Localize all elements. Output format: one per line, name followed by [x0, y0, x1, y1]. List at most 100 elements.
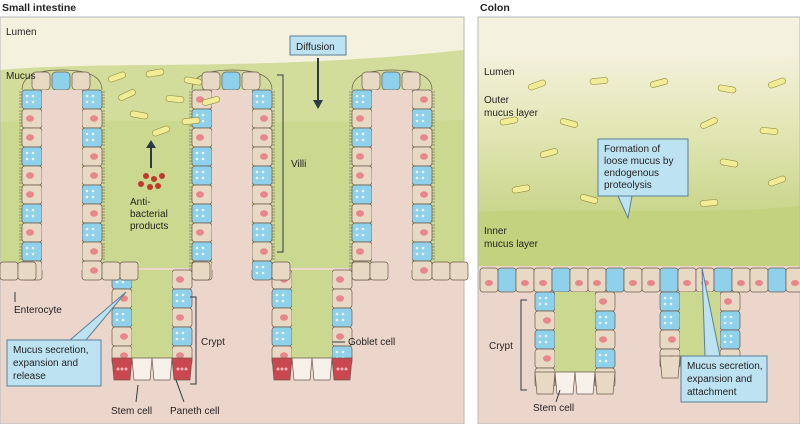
cell-nucleus	[336, 295, 344, 302]
cell-nucleus	[90, 248, 98, 255]
mucin-granule	[544, 302, 548, 306]
goblet-cell	[251, 222, 273, 243]
goblet-cell	[497, 267, 517, 293]
mucin-granule	[181, 337, 185, 341]
mucin-granule	[538, 340, 542, 344]
stem-cell	[554, 371, 576, 395]
antibacterial-line-2: bacterial	[130, 209, 168, 220]
goblet-cell	[81, 89, 103, 110]
colon-outer-mucus	[478, 56, 800, 214]
diffusion-label: Diffusion	[296, 42, 335, 53]
mucin-granule	[201, 176, 205, 180]
mucin-granule	[281, 337, 285, 341]
mucin-granule	[729, 315, 733, 319]
mucin-granule	[415, 113, 419, 117]
cell-nucleus	[90, 210, 98, 217]
mucin-granule	[261, 227, 265, 231]
cell-nucleus	[196, 134, 204, 141]
cell-nucleus	[176, 314, 184, 321]
si-heading: Small intestine	[2, 2, 76, 14]
mucin-granule	[91, 189, 95, 193]
paneth-granule	[176, 367, 180, 371]
mucin-granule	[175, 331, 179, 335]
mucin-granule	[335, 318, 339, 322]
goblet-cell	[171, 288, 193, 309]
goblet-cell	[271, 326, 293, 347]
surface-enterocyte	[271, 261, 291, 281]
surface-enterocyte	[119, 261, 139, 281]
mucin-granule	[355, 138, 359, 142]
cell-nucleus	[356, 172, 364, 179]
villi-bracket	[277, 74, 284, 253]
mucin-granule	[361, 138, 365, 142]
mucin-granule	[604, 321, 608, 325]
mucin-granule	[85, 195, 89, 199]
cell-nucleus	[599, 336, 607, 343]
mucin-granule	[255, 100, 259, 104]
cell-nucleus	[26, 229, 34, 236]
cell-nucleus	[90, 172, 98, 179]
goblet-cell	[594, 310, 616, 331]
surface-enterocyte	[369, 261, 389, 281]
cell-nucleus	[668, 336, 676, 343]
mucin-granule	[281, 293, 285, 297]
mucin-granule	[415, 208, 419, 212]
mucin-granule	[415, 214, 419, 218]
goblet-cell	[719, 310, 741, 331]
mucin-granule	[355, 189, 359, 193]
mucin-granule	[421, 113, 425, 117]
mucin-granule	[261, 170, 265, 174]
mucin-granule	[121, 312, 125, 316]
mucin-granule	[31, 157, 35, 161]
mucin-granule	[729, 334, 733, 338]
goblet-cell	[81, 127, 103, 148]
outer-mucus-line-2: mucus layer	[484, 108, 539, 119]
villus-tip	[351, 69, 433, 91]
villi-label: Villi	[291, 159, 306, 170]
mucin-granule	[31, 94, 35, 98]
mucin-granule	[415, 252, 419, 256]
goblet-cell	[351, 89, 373, 110]
mucin-granule	[261, 94, 265, 98]
goblet-cell	[411, 165, 433, 186]
cell-nucleus	[90, 153, 98, 160]
paneth-leader	[175, 379, 185, 403]
enterocyte-label: Enterocyte	[14, 305, 62, 316]
paneth-granule	[344, 367, 348, 371]
cell-nucleus	[280, 352, 288, 359]
goblet-cell	[21, 203, 43, 224]
mucin-granule	[85, 227, 89, 231]
mucin-granule	[25, 157, 29, 161]
cell-nucleus	[90, 267, 98, 274]
cell-nucleus	[420, 96, 428, 103]
mucin-granule	[421, 246, 425, 250]
goblet-cell	[411, 108, 433, 129]
mucin-granule	[355, 132, 359, 136]
cell-nucleus	[196, 96, 204, 103]
mucin-granule	[275, 293, 279, 297]
villus-tip-cell	[51, 71, 71, 91]
si-secretion-line-3: release	[13, 371, 46, 382]
paneth-granule	[284, 367, 288, 371]
inner-mucus-line-1: Inner	[484, 226, 507, 237]
mucin-granule	[604, 315, 608, 319]
bacterium	[589, 77, 609, 85]
bacterium	[499, 116, 519, 126]
mucin-granule	[341, 350, 345, 354]
mucin-granule	[195, 246, 199, 250]
goblet-cell	[767, 267, 787, 293]
colon-crypt-label: Crypt	[489, 341, 513, 352]
colon-lumen-label: Lumen	[484, 67, 515, 78]
mucin-granule	[85, 233, 89, 237]
mucin-granule	[544, 334, 548, 338]
villus-tip-cell	[381, 71, 401, 91]
outer-mucus-line-1: Outer	[484, 95, 510, 106]
mucin-granule	[421, 176, 425, 180]
paneth-granule	[280, 367, 284, 371]
mucin-granule	[195, 208, 199, 212]
cell-nucleus	[260, 191, 268, 198]
goblet-cell	[171, 326, 193, 347]
goblet-cell	[81, 222, 103, 243]
stem-cell	[574, 371, 596, 395]
